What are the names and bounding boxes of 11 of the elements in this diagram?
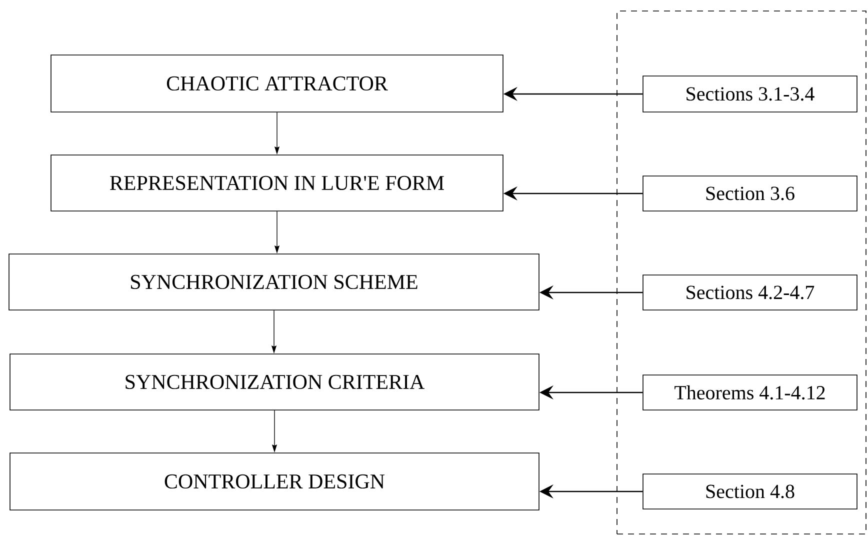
- reference-box: Theorems 4.1-4.12: [642, 374, 858, 410]
- process-box: REPRESENTATION IN LUR'E FORM: [50, 154, 504, 212]
- reference-box: Section 4.8: [642, 474, 858, 510]
- reference-box: Section 3.6: [642, 176, 858, 212]
- process-box: CHAOTIC ATTRACTOR: [50, 54, 504, 112]
- reference-box: Sections 4.2-4.7: [642, 274, 858, 310]
- process-box: SYNCHRONIZATION SCHEME: [8, 254, 540, 310]
- process-box: CONTROLLER DESIGN: [10, 452, 540, 510]
- dashed-frame: [616, 10, 866, 534]
- reference-box: Sections 3.1-3.4: [642, 76, 858, 112]
- process-box: SYNCHRONIZATION CRITERIA: [10, 354, 540, 410]
